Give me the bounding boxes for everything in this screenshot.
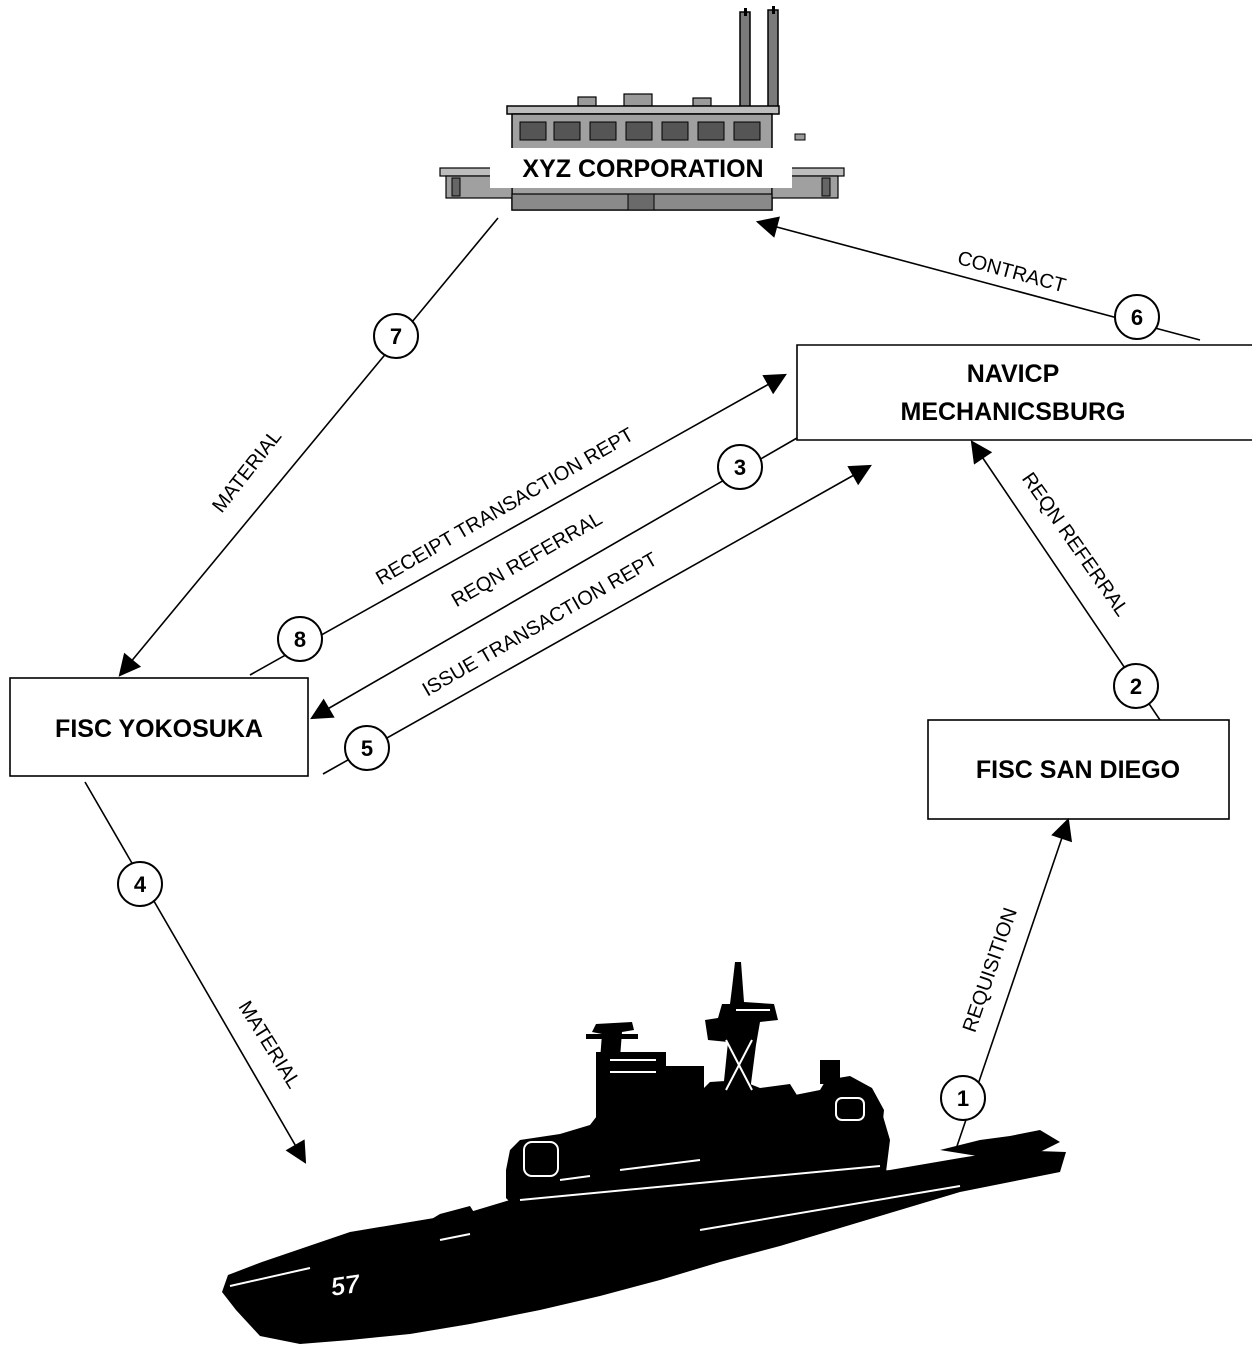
step-8-circle: 8	[277, 616, 323, 662]
step-3-circle: 3	[717, 444, 763, 490]
factory-icon	[439, 6, 845, 211]
svg-text:MECHANICSBURG: MECHANICSBURG	[901, 398, 1126, 426]
edge-material-top	[118, 217, 499, 677]
label-issue: ISSUE TRANSACTION REPT	[419, 548, 662, 701]
step-5-circle: 5	[344, 725, 390, 771]
node-xyz-corporation: XYZ CORPORATION	[522, 155, 763, 183]
step-1-circle: 1	[940, 1075, 986, 1121]
svg-text:FISC SAN DIEGO: FISC SAN DIEGO	[976, 756, 1180, 784]
label-reqn-referral-right: REQN REFERRAL	[1017, 469, 1133, 621]
svg-text:2: 2	[1130, 674, 1142, 699]
svg-text:8: 8	[294, 627, 306, 652]
edge-receipt	[249, 373, 787, 676]
node-fisc-san-diego: FISC SAN DIEGO	[927, 719, 1230, 820]
svg-text:7: 7	[390, 324, 402, 349]
label-material-bottom: MATERIAL	[234, 997, 305, 1092]
svg-text:5: 5	[361, 736, 373, 761]
node-navicp-mechanicsburg: NAVICP MECHANICSBURG	[796, 344, 1252, 441]
edge-reqn-referral-left	[310, 437, 798, 720]
ship-icon: 57	[222, 962, 1066, 1344]
svg-text:NAVICP: NAVICP	[967, 360, 1060, 388]
label-material-top: MATERIAL	[208, 426, 286, 517]
step-6-circle: 6	[1114, 294, 1160, 340]
svg-text:1: 1	[957, 1086, 969, 1111]
step-2-circle: 2	[1113, 663, 1159, 709]
svg-text:3: 3	[734, 455, 746, 480]
ship-hull-number: 57	[329, 1268, 363, 1302]
step-7-circle: 7	[373, 313, 419, 359]
svg-text:6: 6	[1131, 305, 1143, 330]
edge-material-bottom	[84, 781, 307, 1164]
svg-text:FISC YOKOSUKA: FISC YOKOSUKA	[55, 715, 263, 743]
node-fisc-yokosuka: FISC YOKOSUKA	[9, 677, 309, 777]
svg-text:4: 4	[134, 872, 147, 897]
label-requisition: REQUISITION	[959, 905, 1022, 1035]
step-4-circle: 4	[117, 861, 163, 907]
edge-issue	[322, 464, 872, 775]
